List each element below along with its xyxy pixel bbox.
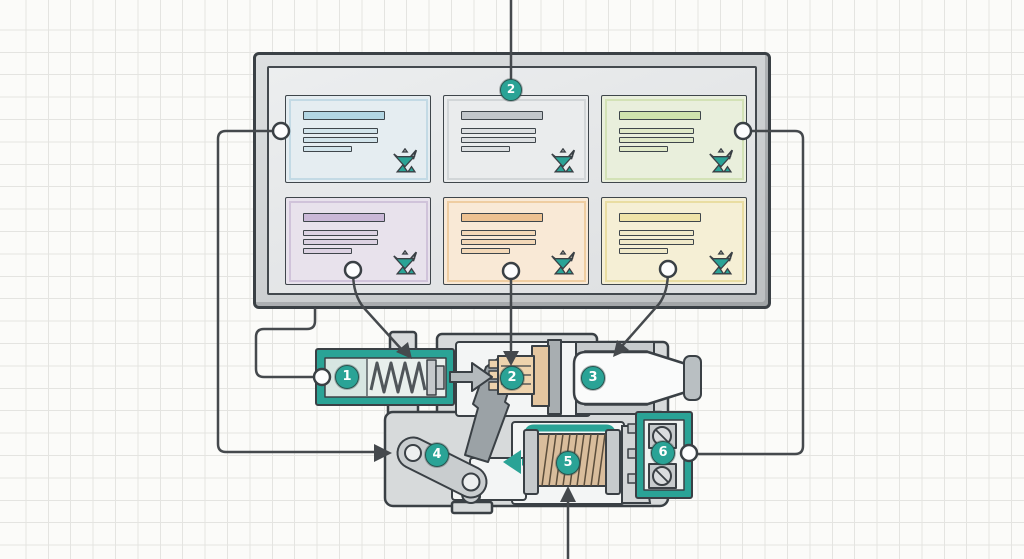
card-text-line xyxy=(619,239,694,245)
origami-bird-icon xyxy=(551,148,576,173)
mechanism-marker-6: 6 xyxy=(651,441,675,465)
card-yellow xyxy=(601,197,747,285)
card-text-line xyxy=(461,248,510,254)
card-text-line xyxy=(303,137,378,143)
card-text-line xyxy=(619,230,694,236)
card-title-bar xyxy=(619,213,702,222)
origami-bird-icon xyxy=(393,250,418,275)
card-purple xyxy=(285,197,431,285)
origami-bird-icon xyxy=(709,148,734,173)
card-title-bar xyxy=(619,111,702,120)
card-orange xyxy=(443,197,589,285)
card-text-line xyxy=(461,239,536,245)
coil-wire-arrow xyxy=(503,450,521,474)
card-title-bar xyxy=(461,213,544,222)
origami-bird-icon xyxy=(709,250,734,275)
card-gray xyxy=(443,95,589,183)
origami-bird-icon xyxy=(393,148,418,173)
mechanism-marker-3: 3 xyxy=(581,366,605,390)
mechanism-marker-4: 4 xyxy=(425,443,449,467)
card-text-line xyxy=(619,146,668,152)
breaker-body xyxy=(383,330,670,515)
card-text-line xyxy=(461,128,536,134)
card-text-line xyxy=(303,230,378,236)
spring-coil xyxy=(369,361,427,394)
card-green xyxy=(601,95,747,183)
card-text-line xyxy=(619,128,694,134)
card-text-line xyxy=(303,128,378,134)
card-text-line xyxy=(461,137,536,143)
origami-bird-icon xyxy=(551,250,576,275)
node-spring-unit xyxy=(312,367,332,387)
card-text-line xyxy=(461,230,536,236)
card-text-line xyxy=(303,146,352,152)
spring-force-arrow xyxy=(449,362,493,392)
card-blue xyxy=(285,95,431,183)
coil-side-wall xyxy=(621,425,652,504)
panel-marker-2: 2 xyxy=(500,79,522,101)
card-title-bar xyxy=(461,111,544,120)
mechanism-marker-5: 5 xyxy=(556,451,580,475)
mechanism-marker-2: 2 xyxy=(500,366,524,390)
card-text-line xyxy=(619,248,668,254)
card-text-line xyxy=(303,239,378,245)
card-title-bar xyxy=(303,111,386,120)
card-text-line xyxy=(619,137,694,143)
node-terminal xyxy=(679,443,699,463)
card-text-line xyxy=(303,248,352,254)
card-title-bar xyxy=(303,213,386,222)
card-text-line xyxy=(461,146,510,152)
line-panel-to-spring xyxy=(254,307,320,379)
connector-arrowheads xyxy=(374,340,629,502)
mechanism-marker-1: 1 xyxy=(335,365,359,389)
